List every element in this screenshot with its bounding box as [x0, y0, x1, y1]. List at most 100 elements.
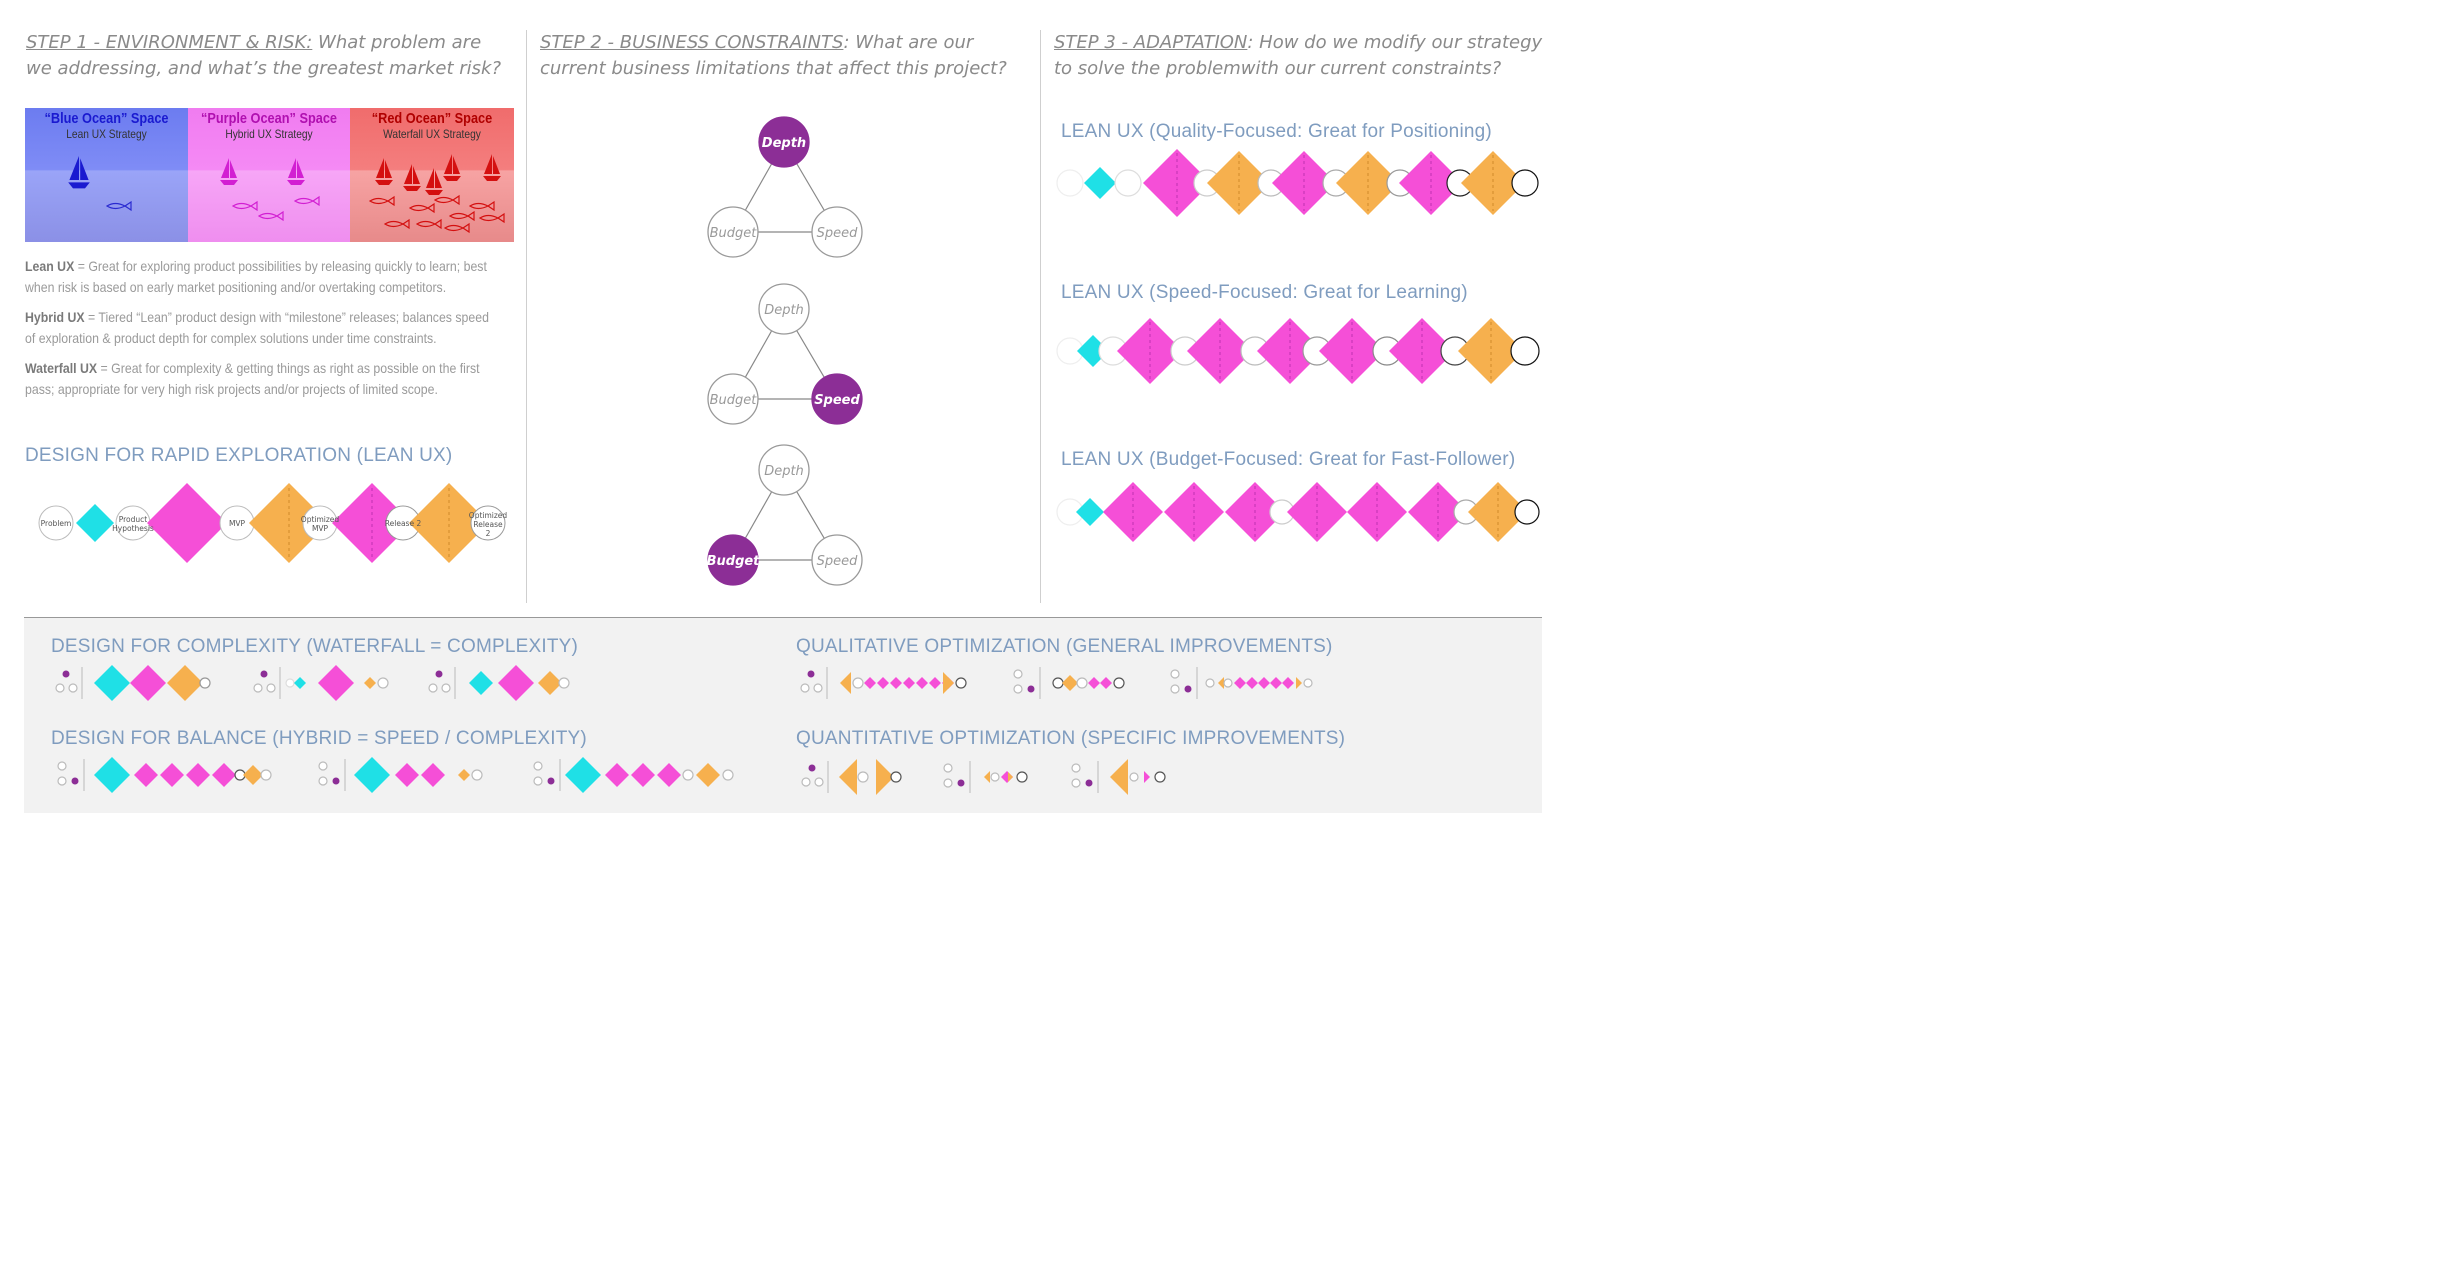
definition-waterfall: Waterfall UX = Great for complexity & ge…: [25, 358, 500, 400]
step-1-question: What problem are: [312, 32, 482, 53]
flow-diamond: [1389, 318, 1455, 384]
mini-start-dot: [332, 777, 340, 785]
mini-triangle: [1218, 677, 1224, 689]
mini-start-node: [1170, 669, 1180, 679]
mini-start-node: [943, 763, 953, 773]
mini-start-node: [57, 776, 67, 786]
constraint-budget-circle: [707, 373, 759, 425]
flow-diamond: [1258, 677, 1270, 689]
mini-start-dot: [807, 670, 815, 678]
constraint-depth-label: Depth: [764, 303, 804, 318]
flow-node: [1076, 677, 1088, 689]
flow-diamond: [1234, 677, 1246, 689]
flow-diamond: [1100, 677, 1112, 689]
mini-triangle: [1110, 759, 1128, 795]
mini-start-dot: [435, 670, 443, 678]
flow-diamond: [1076, 498, 1104, 526]
step-2-question-line2: current business limitations that affect…: [540, 58, 1007, 79]
definition-lean: Lean UX = Great for exploring product po…: [25, 256, 500, 298]
flow-diamond: [1319, 318, 1385, 384]
mini-triangle: [943, 672, 954, 694]
optimize-diamond-1: [249, 483, 329, 563]
divider-1: [526, 30, 527, 603]
mini-triangle: [984, 771, 990, 783]
flow-diamond: [1458, 318, 1524, 384]
mini-start-node: [318, 776, 328, 786]
flow-diamond: [1399, 151, 1463, 215]
lean-quality-flow: [1056, 149, 1539, 217]
constraint-depth-label: Depth: [762, 136, 806, 151]
flow-diamond: [890, 677, 902, 689]
definition-hybrid: Hybrid UX = Tiered “Lean” product design…: [25, 307, 500, 349]
flow-diamond: [354, 757, 390, 793]
lean-speed-flow: [1056, 318, 1540, 384]
flow-node: [1510, 336, 1540, 366]
flow-diamond: [1207, 151, 1271, 215]
constraint-speed-circle: [811, 373, 863, 425]
flow-diamond: [538, 671, 562, 695]
build-diamond-2: [332, 483, 412, 563]
flow-node: [1303, 678, 1313, 688]
node-optimized-release-2: [470, 505, 506, 541]
mini-start-node: [441, 683, 451, 693]
mini-start-node: [943, 778, 953, 788]
ocean-graphic: [25, 108, 514, 242]
node-label-problem: Problem: [41, 519, 72, 528]
flow-node: [377, 677, 389, 689]
flow-node: [1016, 771, 1028, 783]
constraint-budget-label: Budget: [710, 393, 758, 408]
mini-start-node: [801, 777, 811, 787]
definition-waterfall-term: Waterfall UX: [25, 360, 98, 376]
mini-start-node: [318, 761, 328, 771]
step-1-header: STEP 1 - ENVIRONMENT & RISK: What proble…: [26, 30, 516, 82]
constraint-depth-circle: [758, 116, 810, 168]
flow-node: [1052, 677, 1064, 689]
step-3-question: : How do we modify our strategy: [1247, 32, 1543, 53]
constraint-speed-circle: [811, 534, 863, 586]
step-2-question: : What are our: [843, 32, 974, 53]
constraint-budget-label: Budget: [707, 554, 761, 569]
flow-node: [471, 769, 483, 781]
flow-node: [890, 771, 902, 783]
constraint-speed-circle: [811, 206, 863, 258]
flow-diamond: [1088, 677, 1100, 689]
mini-start-dot: [71, 777, 79, 785]
mini-start-dot: [1184, 685, 1192, 693]
flow-diamond: [1246, 677, 1258, 689]
flow-diamond: [916, 677, 928, 689]
mini-start-node: [1071, 763, 1081, 773]
constraint-budget-label: Budget: [710, 226, 758, 241]
flow-node: [285, 678, 295, 688]
mini-start-dot: [1085, 779, 1093, 787]
flow-node: [260, 769, 272, 781]
flow-diamond: [318, 665, 354, 701]
definition-waterfall-text: = Great for complexity & getting things …: [25, 360, 480, 397]
ocean-red-subtitle: Waterfall UX Strategy: [383, 127, 481, 141]
mini-triangle: [876, 759, 894, 795]
flow-diamond: [696, 763, 720, 787]
flow-diamond: [421, 763, 445, 787]
flow-diamond: [605, 763, 629, 787]
mini-start-dot: [62, 670, 70, 678]
flow-diamond: [657, 763, 681, 787]
ocean-panel: “Blue Ocean” Space Lean UX Strategy “Pur…: [25, 108, 514, 242]
flow-diamond: [903, 677, 915, 689]
constraint-depth-circle: [758, 283, 810, 335]
mini-start-dot: [957, 779, 965, 787]
ocean-blue-subtitle: Lean UX Strategy: [66, 127, 147, 141]
mini-triangle: [1144, 771, 1150, 783]
definition-lean-text: = Great for exploring product possibilit…: [25, 258, 487, 295]
flow-diamond: [186, 763, 210, 787]
flow-diamond: [498, 665, 534, 701]
flow-diamond: [243, 765, 263, 785]
mini-triangle: [839, 759, 857, 795]
mini-triangle: [1008, 772, 1013, 782]
flow-node: [1113, 677, 1125, 689]
flow-diamond: [94, 757, 130, 793]
constraint-budget-circle: [707, 534, 759, 586]
flow-node: [1514, 499, 1540, 525]
flow-diamond: [1084, 167, 1116, 199]
